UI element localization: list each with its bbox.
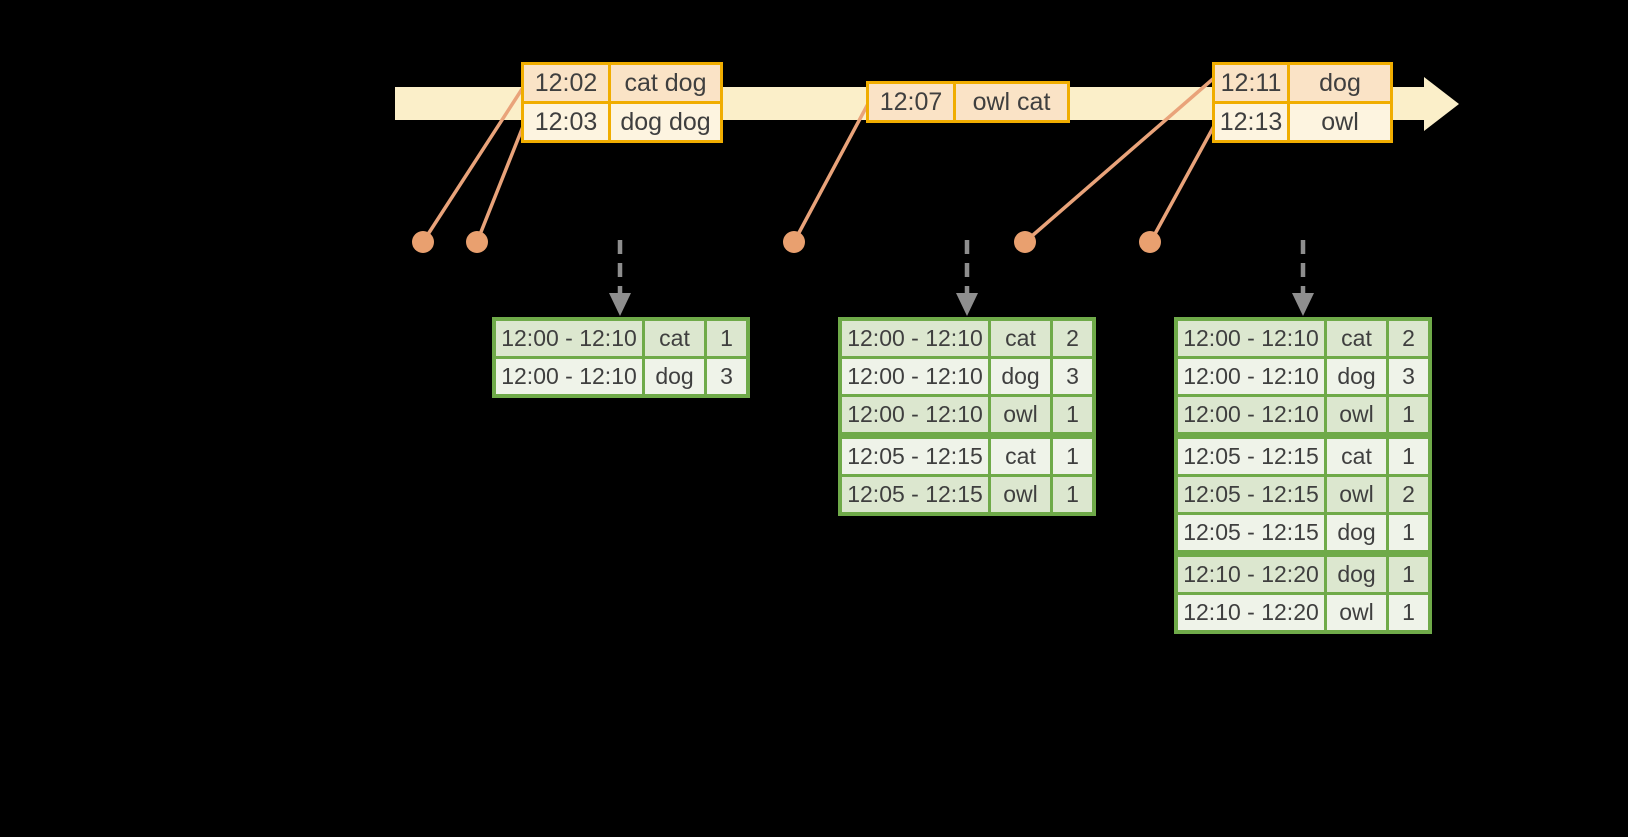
word-cell: dog [1327, 515, 1386, 550]
event-time: 12:13 [1215, 104, 1287, 140]
word-cell: dog [991, 359, 1050, 394]
count-cell: 1 [1389, 515, 1428, 550]
table-row: 12:00 - 12:10 cat 2 [1178, 321, 1428, 356]
event-connector-line [1148, 125, 1216, 244]
table-row: 12:00 - 12:10 cat 2 [842, 321, 1092, 356]
event-words: owl [1290, 104, 1390, 140]
table-row: 12:00 - 12:10 dog 3 [842, 359, 1092, 394]
table-row: 12:10 - 12:20 owl 1 [1178, 595, 1428, 630]
count-cell: 2 [1389, 477, 1428, 512]
window-cell: 12:05 - 12:15 [842, 477, 988, 512]
window-cell: 12:00 - 12:10 [496, 321, 642, 356]
table-row: 12:00 - 12:10 dog 3 [1178, 359, 1428, 394]
count-cell: 1 [1053, 477, 1092, 512]
result-table-3: 12:00 - 12:10 cat 2 12:00 - 12:10 dog 3 … [1174, 317, 1432, 634]
table-row: 12:00 - 12:10 dog 3 [496, 359, 746, 394]
event-row: 12:11 dog [1215, 65, 1390, 101]
input-event-box-3: 12:11 dog 12:13 owl [1212, 62, 1393, 143]
event-connector-line [421, 85, 526, 243]
event-row: 12:03 dog dog [524, 104, 720, 140]
window-cell: 12:00 - 12:10 [1178, 321, 1324, 356]
word-cell: dog [1327, 359, 1386, 394]
window-cell: 12:10 - 12:20 [1178, 557, 1324, 592]
count-cell: 1 [1389, 439, 1428, 474]
count-cell: 3 [707, 359, 746, 394]
word-cell: dog [1327, 557, 1386, 592]
event-connector-line [1023, 76, 1216, 244]
event-row: 12:07 owl cat [869, 84, 1067, 120]
result-table-1: 12:00 - 12:10 cat 1 12:00 - 12:10 dog 3 [492, 317, 750, 398]
window-cell: 12:00 - 12:10 [496, 359, 642, 394]
event-row: 12:02 cat dog [524, 65, 720, 101]
word-cell: owl [1327, 397, 1386, 432]
word-cell: cat [1327, 321, 1386, 356]
down-arrow-icon [956, 293, 978, 316]
window-cell: 12:00 - 12:10 [842, 359, 988, 394]
word-cell: cat [645, 321, 704, 356]
table-row: 12:00 - 12:10 cat 1 [496, 321, 746, 356]
event-time: 12:07 [869, 84, 953, 120]
event-words: owl cat [956, 84, 1067, 120]
word-cell: owl [1327, 595, 1386, 630]
window-cell: 12:00 - 12:10 [842, 321, 988, 356]
event-dot [783, 231, 805, 253]
result-table-2: 12:00 - 12:10 cat 2 12:00 - 12:10 dog 3 … [838, 317, 1096, 516]
table-row: 12:05 - 12:15 owl 2 [1178, 477, 1428, 512]
table-row: 12:05 - 12:15 cat 1 [842, 439, 1092, 474]
count-cell: 1 [1389, 557, 1428, 592]
window-cell: 12:05 - 12:15 [1178, 515, 1324, 550]
table-row: 12:00 - 12:10 owl 1 [842, 397, 1092, 432]
count-cell: 3 [1389, 359, 1428, 394]
table-row: 12:05 - 12:15 owl 1 [842, 477, 1092, 512]
window-cell: 12:00 - 12:10 [842, 397, 988, 432]
count-cell: 1 [1389, 397, 1428, 432]
word-cell: cat [991, 321, 1050, 356]
word-cell: cat [1327, 439, 1386, 474]
count-cell: 1 [1053, 439, 1092, 474]
table-row: 12:05 - 12:15 cat 1 [1178, 439, 1428, 474]
window-cell: 12:00 - 12:10 [1178, 359, 1324, 394]
table-row: 12:05 - 12:15 dog 1 [1178, 515, 1428, 550]
event-connector-line [792, 101, 871, 243]
down-arrow-icon [1292, 293, 1314, 316]
count-cell: 1 [707, 321, 746, 356]
input-event-box-2: 12:07 owl cat [866, 81, 1070, 123]
count-cell: 2 [1053, 321, 1092, 356]
table-row: 12:10 - 12:20 dog 1 [1178, 557, 1428, 592]
window-cell: 12:05 - 12:15 [1178, 439, 1324, 474]
input-event-box-1: 12:02 cat dog 12:03 dog dog [521, 62, 723, 143]
down-arrow-icon [609, 293, 631, 316]
word-cell: owl [991, 397, 1050, 432]
count-cell: 1 [1389, 595, 1428, 630]
window-cell: 12:10 - 12:20 [1178, 595, 1324, 630]
count-cell: 3 [1053, 359, 1092, 394]
event-connector-line [475, 123, 526, 243]
window-cell: 12:05 - 12:15 [842, 439, 988, 474]
table-row: 12:00 - 12:10 owl 1 [1178, 397, 1428, 432]
word-cell: cat [991, 439, 1050, 474]
event-words: dog dog [611, 104, 720, 140]
window-cell: 12:00 - 12:10 [1178, 397, 1324, 432]
event-words: dog [1290, 65, 1390, 101]
count-cell: 2 [1389, 321, 1428, 356]
word-cell: owl [1327, 477, 1386, 512]
window-cell: 12:05 - 12:15 [1178, 477, 1324, 512]
event-row: 12:13 owl [1215, 104, 1390, 140]
event-time: 12:02 [524, 65, 608, 101]
event-dot [1014, 231, 1036, 253]
event-dot [1139, 231, 1161, 253]
event-dot [412, 231, 434, 253]
word-cell: dog [645, 359, 704, 394]
word-cell: owl [991, 477, 1050, 512]
event-words: cat dog [611, 65, 720, 101]
count-cell: 1 [1053, 397, 1092, 432]
event-time: 12:03 [524, 104, 608, 140]
event-dot [466, 231, 488, 253]
event-time: 12:11 [1215, 65, 1287, 101]
timeline-arrowhead-icon [1424, 77, 1459, 131]
